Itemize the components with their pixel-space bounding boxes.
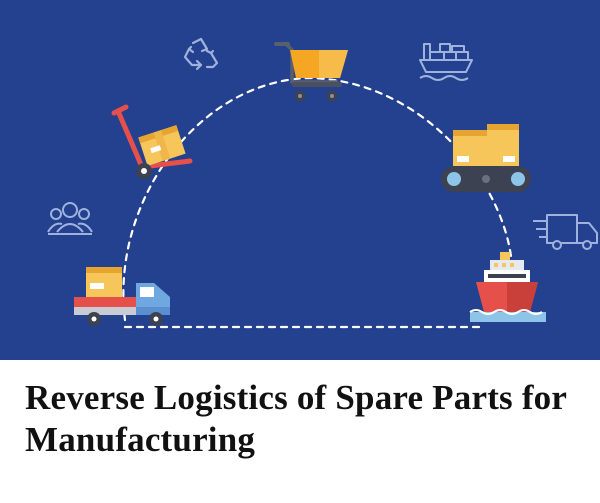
cycle-dashed-path (122, 76, 514, 322)
flatbed-truck-icon (74, 267, 170, 326)
delivery-truck-outline-icon (533, 214, 598, 250)
shopping-cart-icon (274, 42, 348, 102)
caption-title: Reverse Logistics of Spare Parts for Man… (25, 378, 567, 459)
cargo-ship-outline-icon (419, 43, 473, 81)
recycle-icon (183, 37, 219, 71)
people-icon (47, 202, 93, 235)
conveyor-belt-icon (441, 124, 531, 192)
ship-icon (469, 252, 546, 322)
logistics-illustration (0, 0, 600, 360)
logistics-cycle-diagram (47, 37, 598, 329)
hand-truck-icon (111, 104, 193, 179)
